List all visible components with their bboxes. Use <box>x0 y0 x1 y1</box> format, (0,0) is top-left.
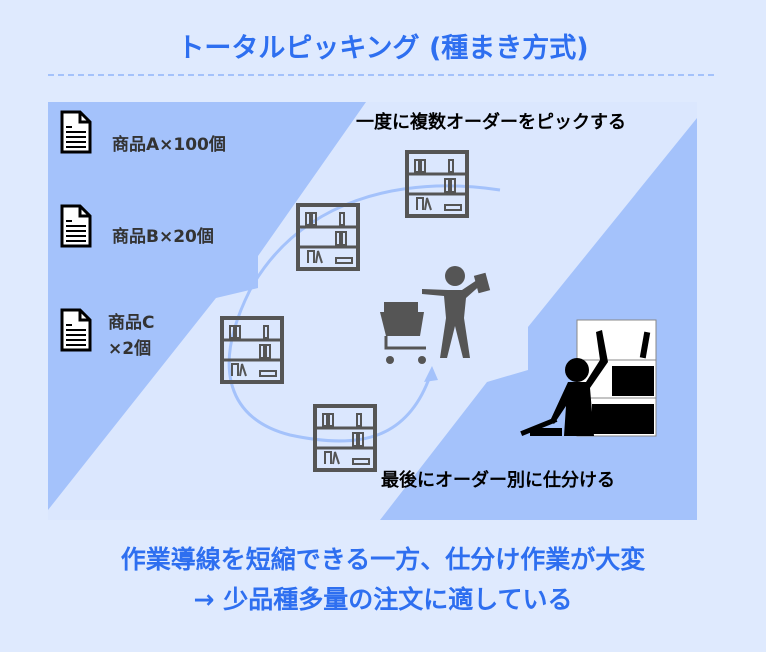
summary-line-2: → 少品種多量の注文に適している <box>193 585 573 614</box>
order-label-a: 商品A×100個 <box>112 135 226 155</box>
sorting-worker-icon <box>520 319 657 437</box>
summary-line-1: 作業導線を短縮できる一方、仕分け作業が大変 <box>120 545 646 574</box>
route-line <box>227 184 501 443</box>
order-label-c-line1: 商品C <box>108 313 155 333</box>
order-label-c-line2: ×2個 <box>108 339 152 359</box>
pick-caption: 一度に複数オーダーをピックする <box>356 112 626 133</box>
order-label-b: 商品B×20個 <box>112 227 214 247</box>
order-document-icon <box>60 110 92 154</box>
sort-caption: 最後にオーダー別に仕分ける <box>381 470 615 491</box>
order-panel <box>48 102 366 510</box>
title-divider <box>48 74 714 76</box>
picker-with-cart-icon <box>380 266 491 364</box>
route-arrow-icon <box>424 366 438 382</box>
diagram-title: トータルピッキング (種まき方式) <box>177 33 589 64</box>
order-document-icon <box>60 204 92 248</box>
order-document-icon <box>60 308 92 352</box>
